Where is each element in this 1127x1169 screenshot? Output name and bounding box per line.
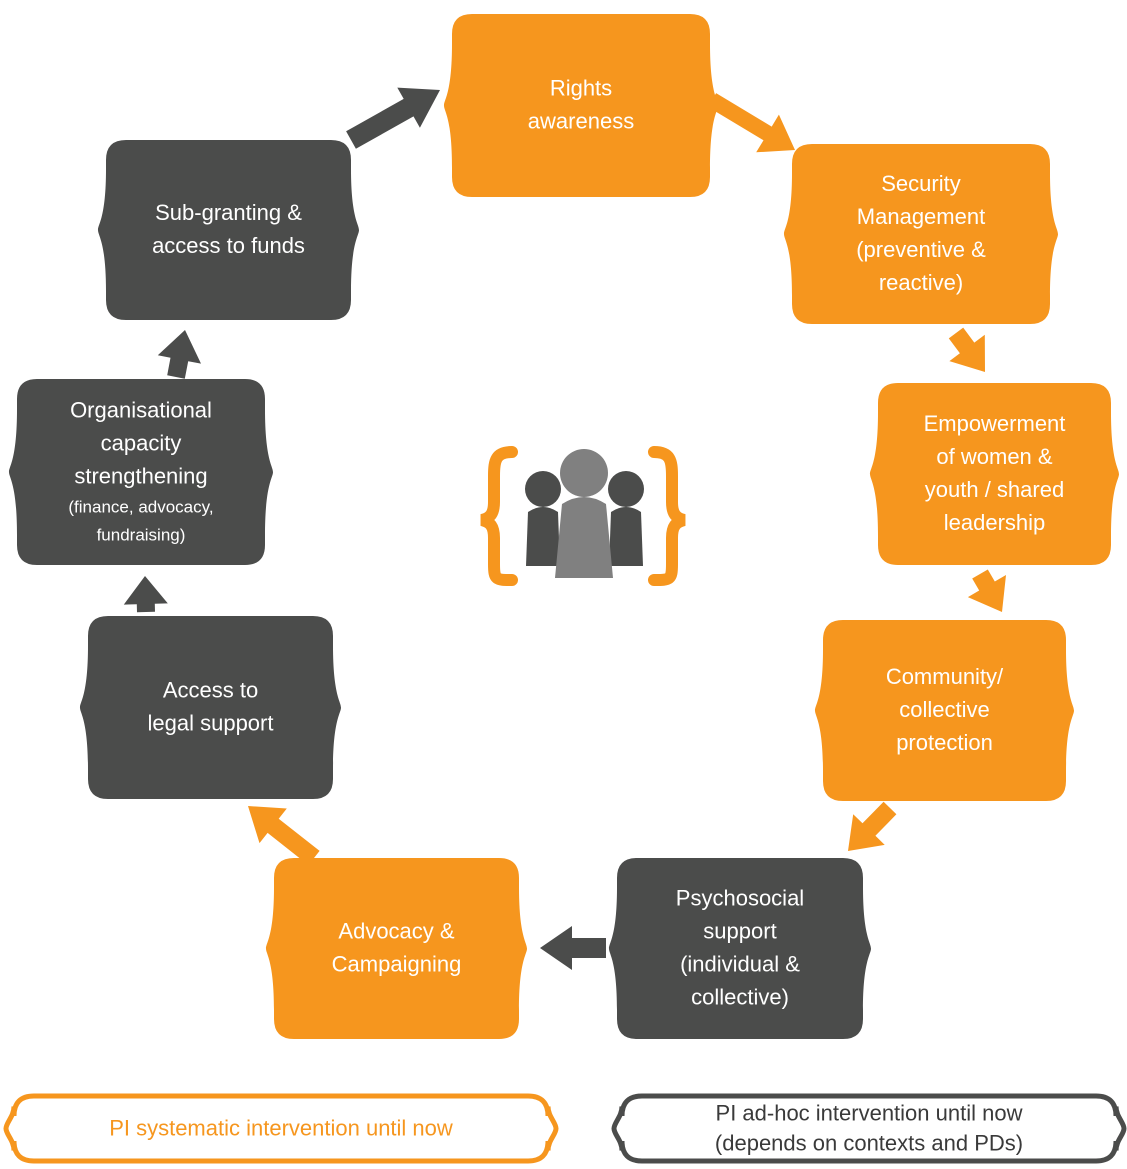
arrow-rights-to-security [707,93,795,153]
node-label-line: Rights [550,76,612,101]
node-label-line: Community/ [886,664,1004,689]
legend-label: PI ad-hoc intervention until now [716,1101,1023,1126]
arrow-legal-to-organisational [123,576,168,613]
node-label-line: of women & [936,444,1052,469]
legend-label: PI systematic intervention until now [109,1116,453,1141]
legend-item-orange: PI systematic intervention until now [3,1093,559,1164]
person-body [526,507,560,566]
node-box [266,858,527,1039]
node-label-line: collective [899,697,989,722]
node-advocacy: Advocacy & Campaigning [266,858,527,1039]
arrow-organisational-to-subgranting [157,330,201,379]
legend-item-dark: PI ad-hoc intervention until now (depends… [611,1093,1127,1164]
node-box [870,383,1119,565]
arrow-community-to-psychosocial [848,801,897,851]
person-body [609,507,643,566]
node-label-line: (preventive & [856,237,986,262]
legend-box [3,1093,559,1164]
node-label-line: collective) [691,985,789,1010]
arrow-advocacy-to-legal [248,806,320,866]
node-label-line: reactive) [879,270,963,295]
node-label-line: Sub-granting & [155,200,302,225]
node-label-line: support [703,919,776,944]
node-label-detail: (finance, advocacy, [68,498,213,517]
node-label-line: (individual & [680,952,800,977]
node-box [784,144,1058,324]
arrow-subgranting-to-rights [346,87,440,149]
node-empowerment: Empowerment of women & youth / shared leade… [870,383,1119,565]
node-subgranting: Sub-granting & access to funds [98,140,359,320]
right-brace [648,446,686,586]
node-label-line: awareness [528,109,634,134]
node-label-line: Access to [163,678,258,703]
node-label-line: Security [881,171,960,196]
node-label-line: strengthening [74,464,207,489]
node-label-line: Campaigning [332,952,462,977]
node-label-line: leadership [944,510,1046,535]
person-head [560,449,608,497]
node-label-line: protection [896,730,993,755]
node-label-line: Organisational [70,398,212,423]
arrow-psychosocial-to-advocacy [540,926,606,970]
node-box [444,14,718,197]
node-box [815,620,1074,801]
node-organisational: Organisational capacity strengthening (fina… [9,379,273,565]
node-box [609,858,871,1039]
person-head [525,471,561,507]
node-label-line: Advocacy & [338,919,454,944]
node-legal: Access to legal support [80,616,341,799]
node-community: Community/collective protection [815,620,1074,801]
legend-box [611,1093,1127,1164]
node-label-line: capacity [101,431,182,456]
node-box [9,379,273,565]
person-head [608,471,644,507]
node-label-detail: fundraising) [97,526,186,545]
node-label-line: youth / shared [925,477,1064,502]
node-label-line: legal support [148,711,274,736]
node-rights: Rights awareness [444,14,718,197]
node-psychosocial: Psychosocial support (individual & collecti… [609,858,871,1039]
node-label-line: Psychosocial [676,886,804,911]
node-label-line: Management [857,204,985,229]
node-label-line: access to funds [152,233,305,258]
node-box [80,616,341,799]
left-brace [480,446,518,586]
arrow-security-to-empowerment [948,327,985,372]
person-body [555,497,613,578]
people-group-icon [480,446,686,586]
node-label-line: Empowerment [924,411,1066,436]
legend-label: (depends on contexts and PDs) [715,1131,1023,1156]
node-box [98,140,359,320]
arrow-empowerment-to-community [967,569,1006,612]
